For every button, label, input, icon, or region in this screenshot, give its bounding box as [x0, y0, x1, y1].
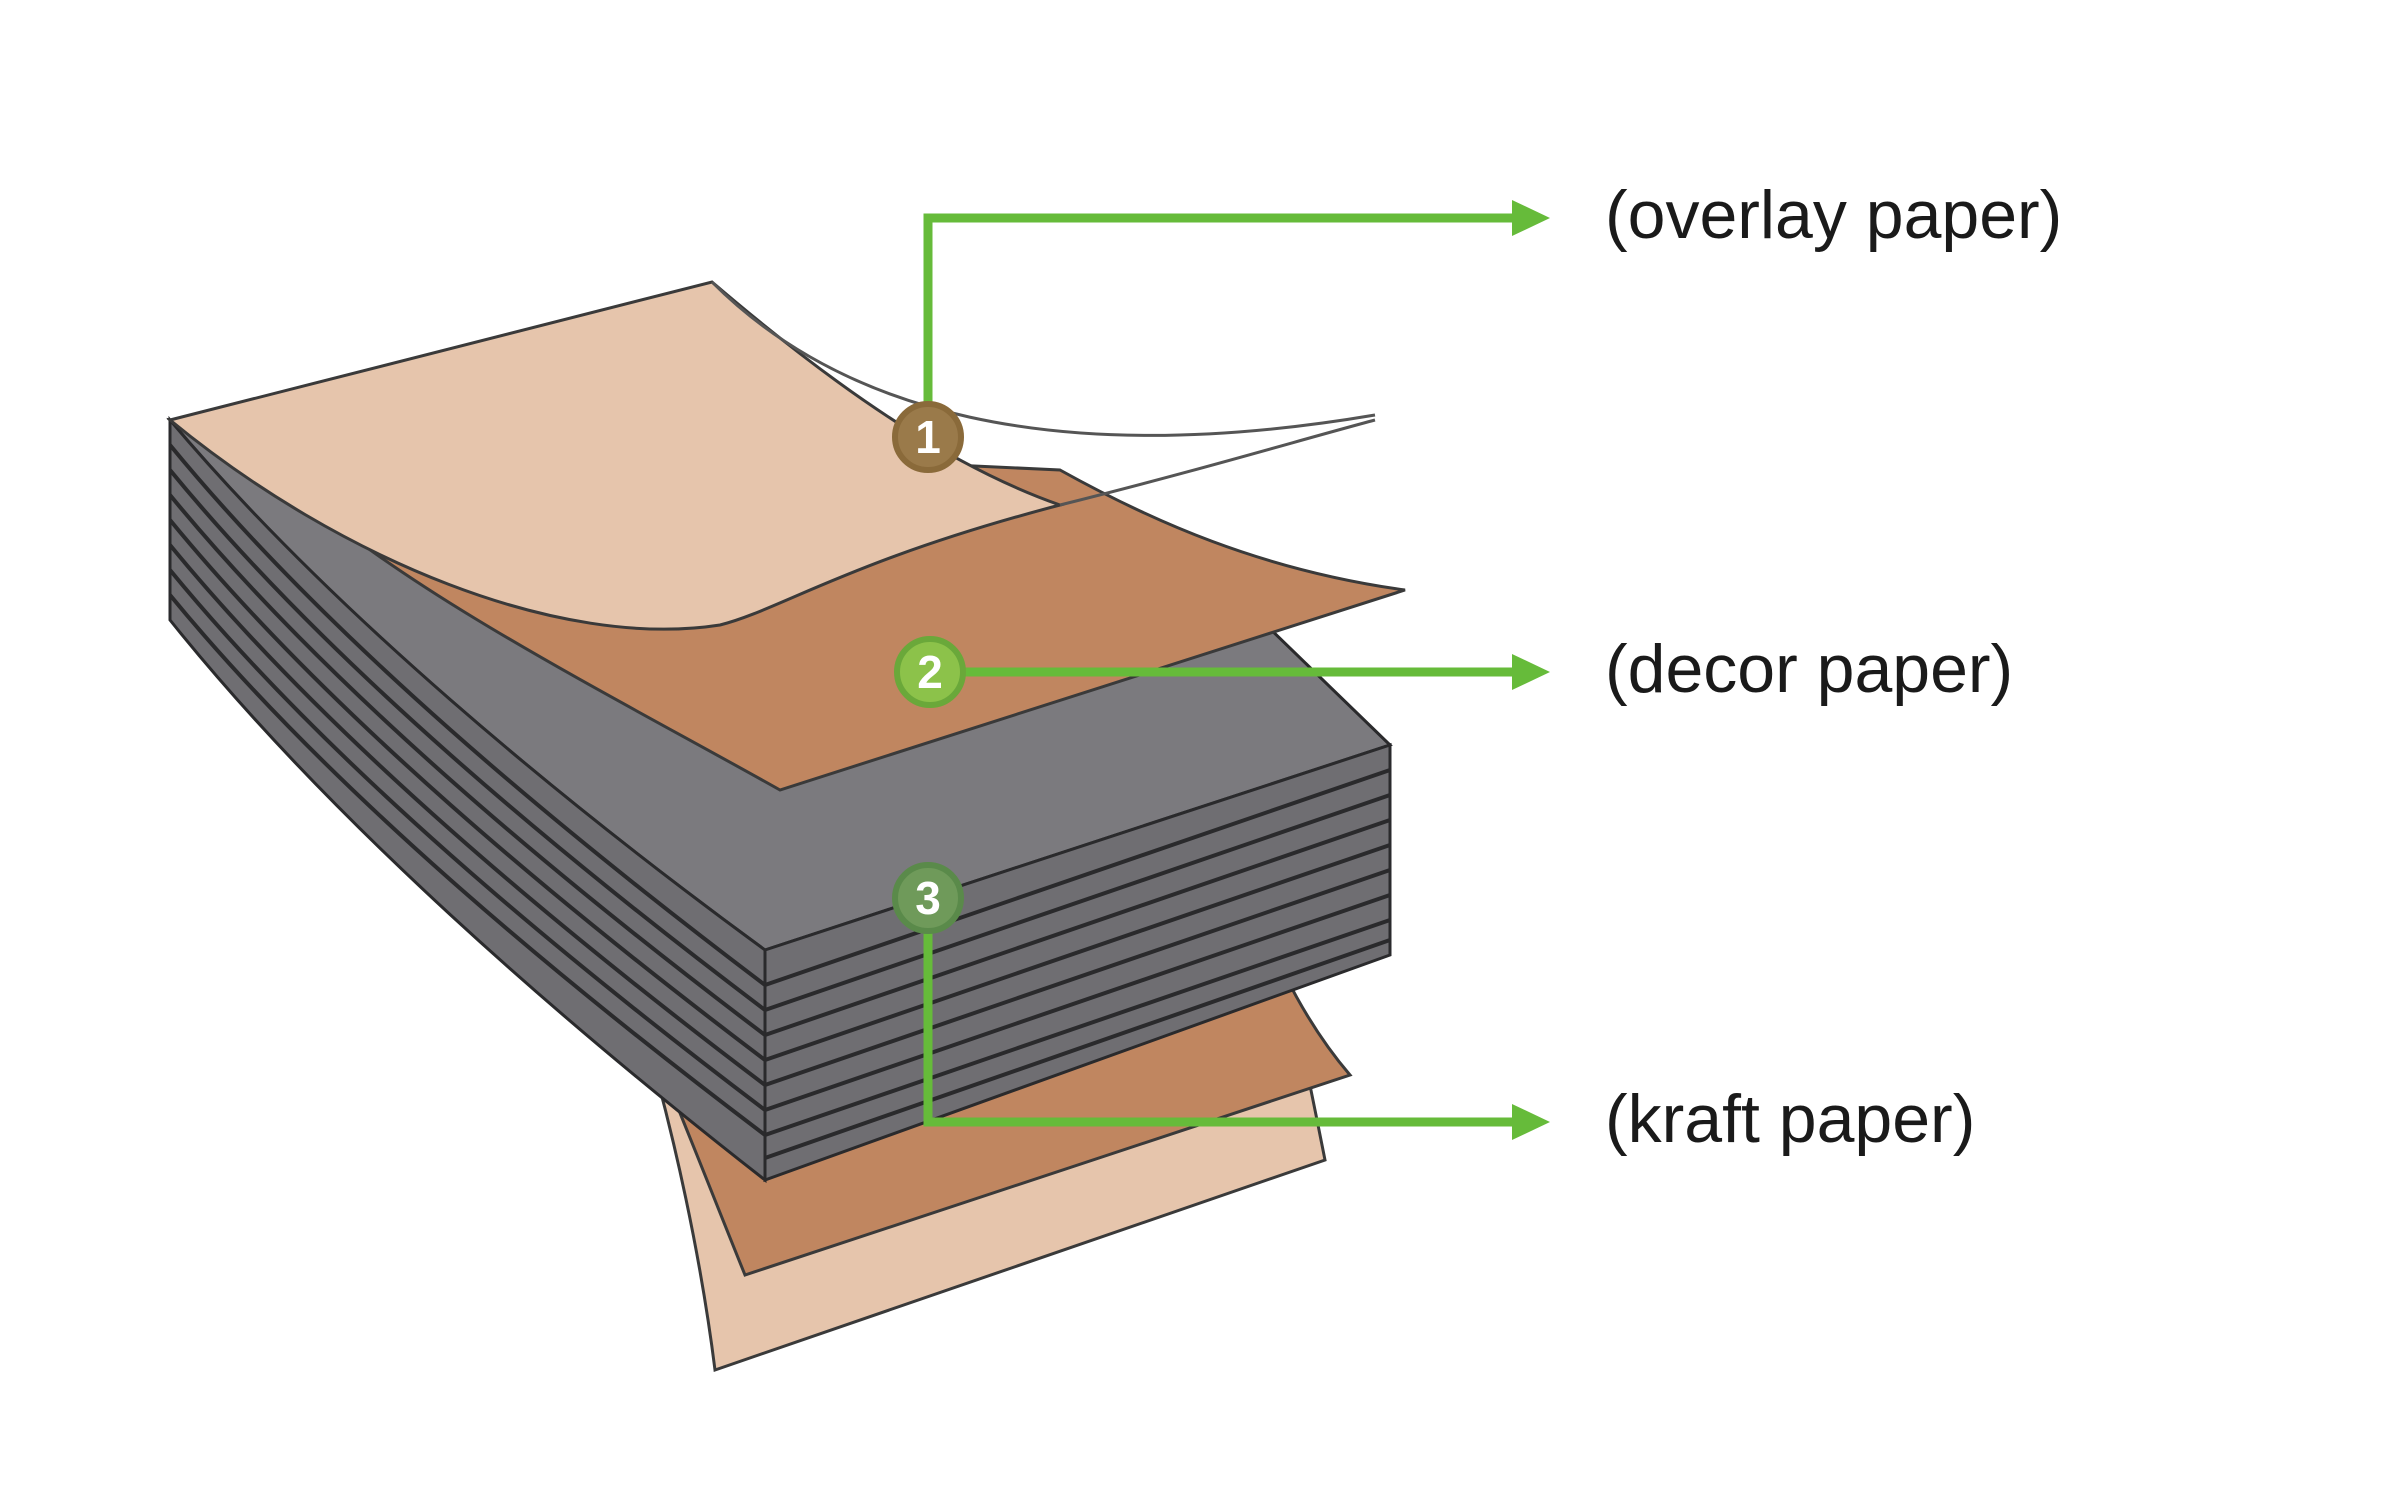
core-stack-sheet-lines-left	[168, 443, 767, 1137]
layer-marker-2-number: 2	[917, 646, 943, 698]
callout-arrowhead-1	[1512, 200, 1550, 236]
callout-line-1	[923, 213, 1520, 425]
overlay-curl-strand-lower	[1059, 418, 1376, 507]
core-stack-sheet-lines-right	[764, 768, 1391, 1160]
layer-marker-3: 3	[892, 862, 964, 934]
core-stack-right-side	[763, 742, 1392, 1183]
decor-paper-label: (decor paper)	[1605, 631, 2013, 707]
overlay-paper-sheet	[166, 280, 1066, 631]
callout-arrowhead-2	[1512, 654, 1550, 690]
overlay-paper-label: (overlay paper)	[1605, 177, 2062, 253]
layer-marker-1: 1	[892, 401, 964, 473]
layer-marker-3-number: 3	[915, 872, 941, 924]
callout-arrowheads	[1512, 200, 1550, 1140]
overlay-curl-strand	[710, 280, 1376, 437]
callout-arrowhead-3	[1512, 1104, 1550, 1140]
callout-lines	[923, 213, 1520, 1127]
layer-marker-2: 2	[894, 636, 966, 708]
layer-marker-1-number: 1	[915, 411, 941, 463]
callout-line-3	[923, 895, 1520, 1127]
kraft-paper-label: (kraft paper)	[1605, 1081, 1975, 1157]
